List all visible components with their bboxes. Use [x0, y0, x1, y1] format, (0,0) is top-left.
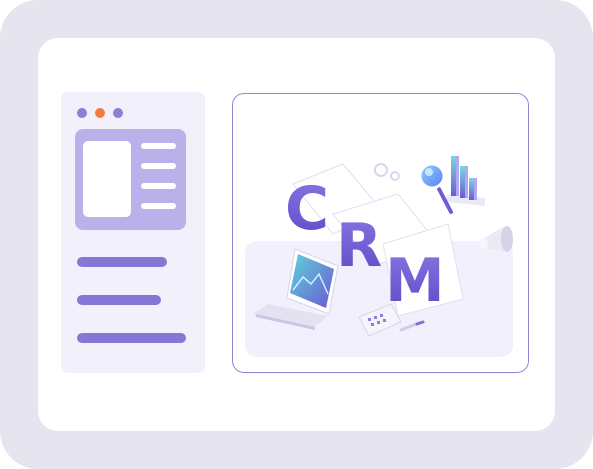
letter-m: M: [385, 246, 445, 316]
megaphone-icon: [480, 226, 513, 252]
sidebar: [61, 92, 205, 373]
crm-letters: C R M: [285, 174, 445, 316]
sidebar-menu-item[interactable]: [77, 333, 186, 343]
magnifier-icon: [418, 162, 453, 214]
letter-r: R: [336, 211, 382, 281]
card-text-line: [141, 143, 176, 149]
window-control-dot-icon[interactable]: [95, 108, 105, 118]
card-text-line: [141, 183, 176, 189]
document-icon: [83, 141, 131, 217]
gears-icon: [374, 163, 400, 181]
crm-3d-shadow: [292, 163, 464, 317]
crm-illustration-panel: C R M: [232, 93, 529, 373]
window-control-dot-icon[interactable]: [77, 108, 87, 118]
card-text-line: [141, 163, 176, 169]
pen-icon: [399, 320, 425, 332]
document-card[interactable]: [75, 129, 186, 230]
sidebar-menu-item[interactable]: [77, 257, 167, 267]
window-control-dot-icon[interactable]: [113, 108, 123, 118]
bar-chart-icon: [447, 156, 485, 206]
laptop-icon: [253, 248, 339, 330]
app-window: C R M: [38, 38, 555, 431]
letter-c: C: [285, 174, 329, 244]
crm-illustration: C R M: [245, 156, 513, 357]
card-text-line: [141, 203, 176, 209]
calculator-icon: [358, 303, 402, 337]
sidebar-menu-item[interactable]: [77, 295, 161, 305]
